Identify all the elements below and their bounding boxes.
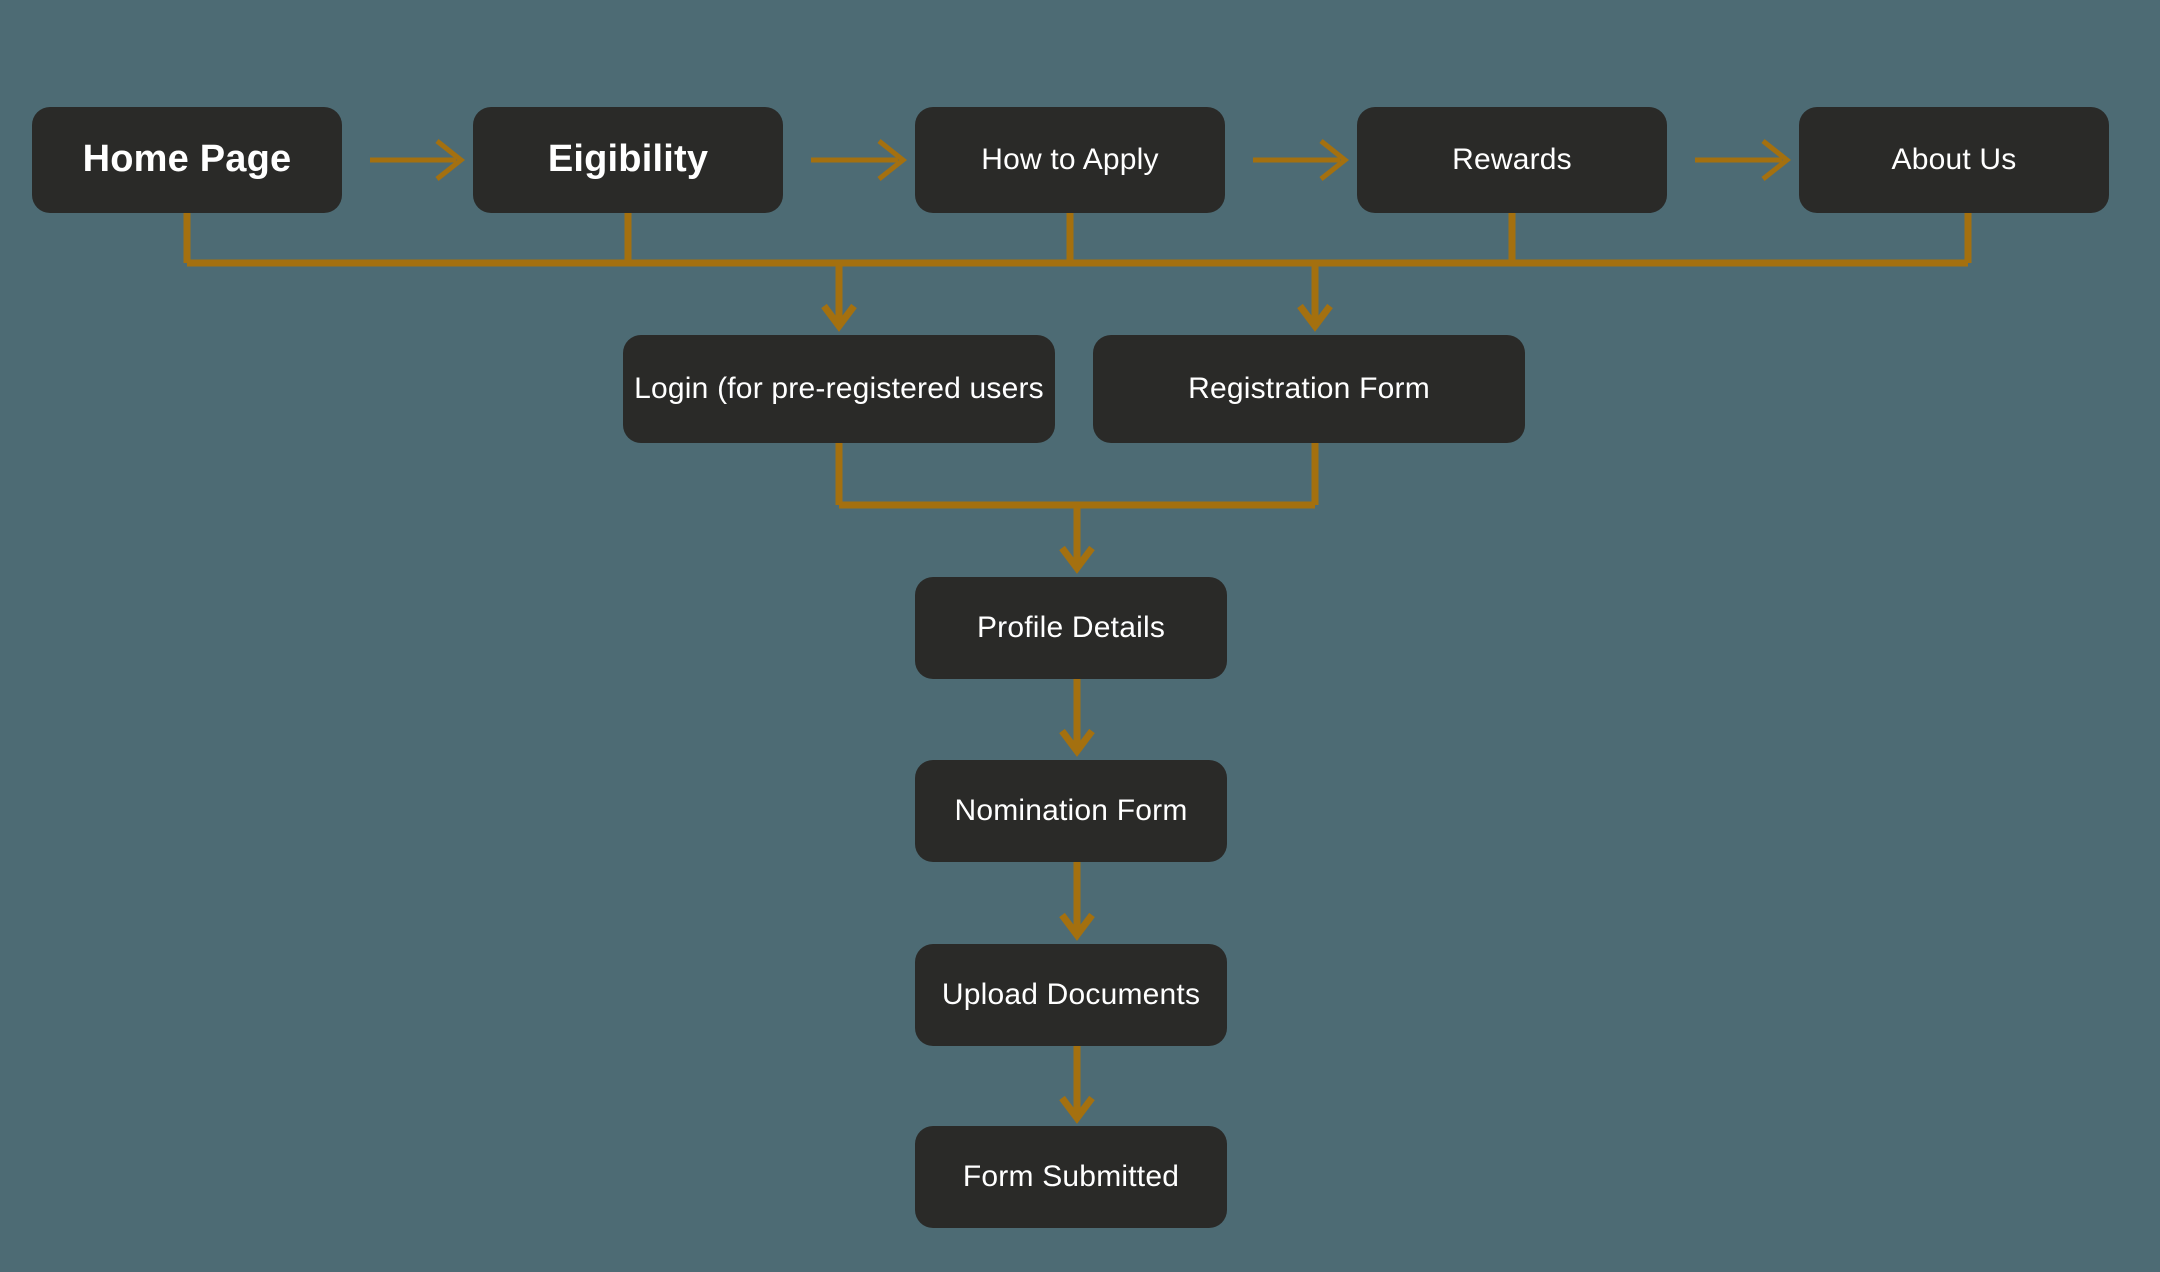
node-login[interactable]: Login (for pre-registered users xyxy=(623,335,1055,443)
node-eligibility-label: Eigibility xyxy=(547,138,709,181)
arrowhead-to-profile-details xyxy=(1059,545,1095,574)
node-upload-documents[interactable]: Upload Documents xyxy=(915,944,1227,1046)
node-how-to-apply-label: How to Apply xyxy=(981,142,1159,176)
arrowhead-eligibility-to-howtoapply xyxy=(877,139,908,181)
node-eligibility[interactable]: Eigibility xyxy=(473,107,783,213)
node-registration-form[interactable]: Registration Form xyxy=(1093,335,1525,443)
node-upload-documents-label: Upload Documents xyxy=(941,977,1201,1011)
node-form-submitted[interactable]: Form Submitted xyxy=(915,1126,1227,1228)
node-login-label: Login (for pre-registered users xyxy=(634,371,1044,405)
node-home-page-label: Home Page xyxy=(82,138,292,181)
node-registration-form-label: Registration Form xyxy=(1188,371,1430,405)
node-about-us[interactable]: About Us xyxy=(1799,107,2109,213)
arrowhead-nomination-to-upload xyxy=(1059,912,1095,941)
arrowhead-profile-to-nomination xyxy=(1059,728,1095,757)
node-profile-details-label: Profile Details xyxy=(976,610,1166,644)
node-nomination-form-label: Nomination Form xyxy=(954,793,1188,827)
node-nomination-form[interactable]: Nomination Form xyxy=(915,760,1227,862)
arrowhead-to-registration xyxy=(1297,303,1333,332)
arrowhead-to-login xyxy=(821,303,857,332)
node-form-submitted-label: Form Submitted xyxy=(962,1159,1180,1193)
node-rewards-label: Rewards xyxy=(1452,142,1572,176)
node-profile-details[interactable]: Profile Details xyxy=(915,577,1227,679)
node-home-page[interactable]: Home Page xyxy=(32,107,342,213)
arrowhead-howtoapply-to-rewards xyxy=(1319,139,1350,181)
node-about-us-label: About Us xyxy=(1891,142,2017,176)
node-how-to-apply[interactable]: How to Apply xyxy=(915,107,1225,213)
arrowhead-home-to-eligibility xyxy=(435,139,466,181)
arrowhead-upload-to-submitted xyxy=(1059,1095,1095,1124)
arrowhead-rewards-to-aboutus xyxy=(1761,139,1792,181)
node-rewards[interactable]: Rewards xyxy=(1357,107,1667,213)
